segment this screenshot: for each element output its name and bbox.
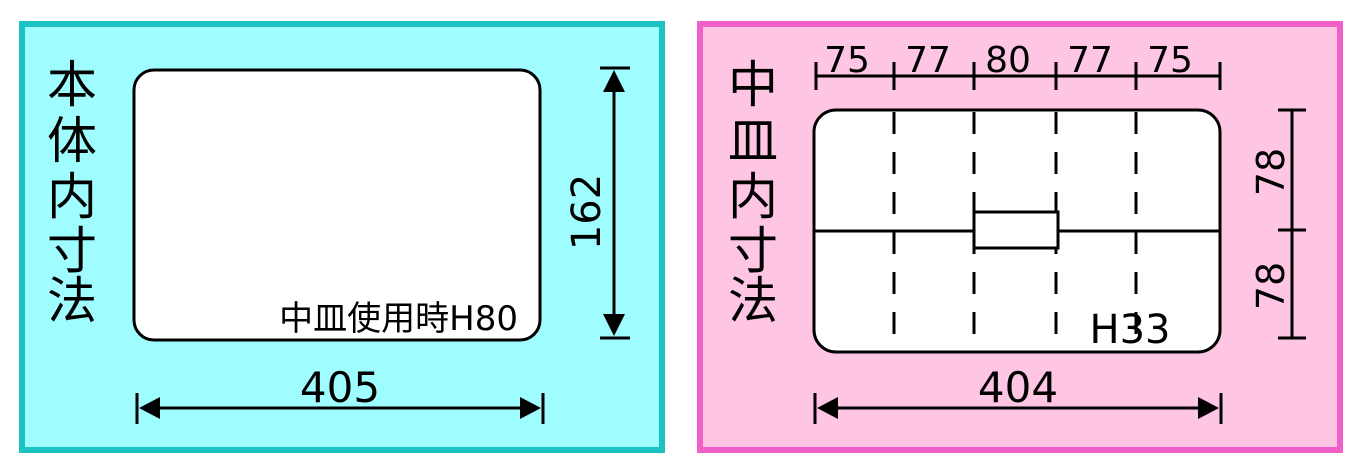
left-height-dimension: 162 [564,66,630,340]
top-dim-label: 75 [824,40,870,81]
right-title-char: 寸 [728,222,778,280]
right-panel-title: 中 皿 内 寸 法 [728,56,778,330]
right-height-label: 78 [1249,262,1293,310]
right-title-char: 皿 [728,112,778,170]
right-height-label: 78 [1249,148,1293,196]
right-width-label: 404 [978,363,1058,412]
right-note: H33 [1090,307,1171,353]
left-panel-title: 本 体 内 寸 法 [47,56,97,330]
right-panel-background [697,21,1343,453]
left-height-label: 162 [564,174,610,250]
top-dim-label: 75 [1147,40,1193,81]
right-title-char: 内 [728,168,778,226]
left-title-char: 体 [47,112,97,170]
left-note: 中皿使用時H80 [279,299,518,339]
left-title-char: 本 [47,56,97,114]
left-title-char: 寸 [47,222,97,280]
right-title-char: 法 [728,272,778,330]
right-height-dimension: 78 78 [1249,108,1306,340]
left-title-char: 法 [47,272,97,330]
center-handle [972,210,1060,250]
top-dim-label: 77 [905,40,951,81]
left-title-char: 内 [47,168,97,226]
top-dim-label: 77 [1067,40,1113,81]
left-width-label: 405 [300,363,380,412]
left-width-dimension: 405 [135,363,545,424]
top-dim-label: 80 [985,40,1031,81]
left-panel: 本 体 内 寸 法 中皿使用時H80 162 405 [19,21,665,453]
right-title-char: 中 [728,56,778,114]
right-width-dimension: 404 [813,363,1223,424]
right-panel: 中 皿 内 寸 法 75 77 80 77 75 [697,21,1343,453]
left-inner-box [132,68,542,342]
right-top-dimensions: 75 77 80 77 75 [814,40,1222,90]
